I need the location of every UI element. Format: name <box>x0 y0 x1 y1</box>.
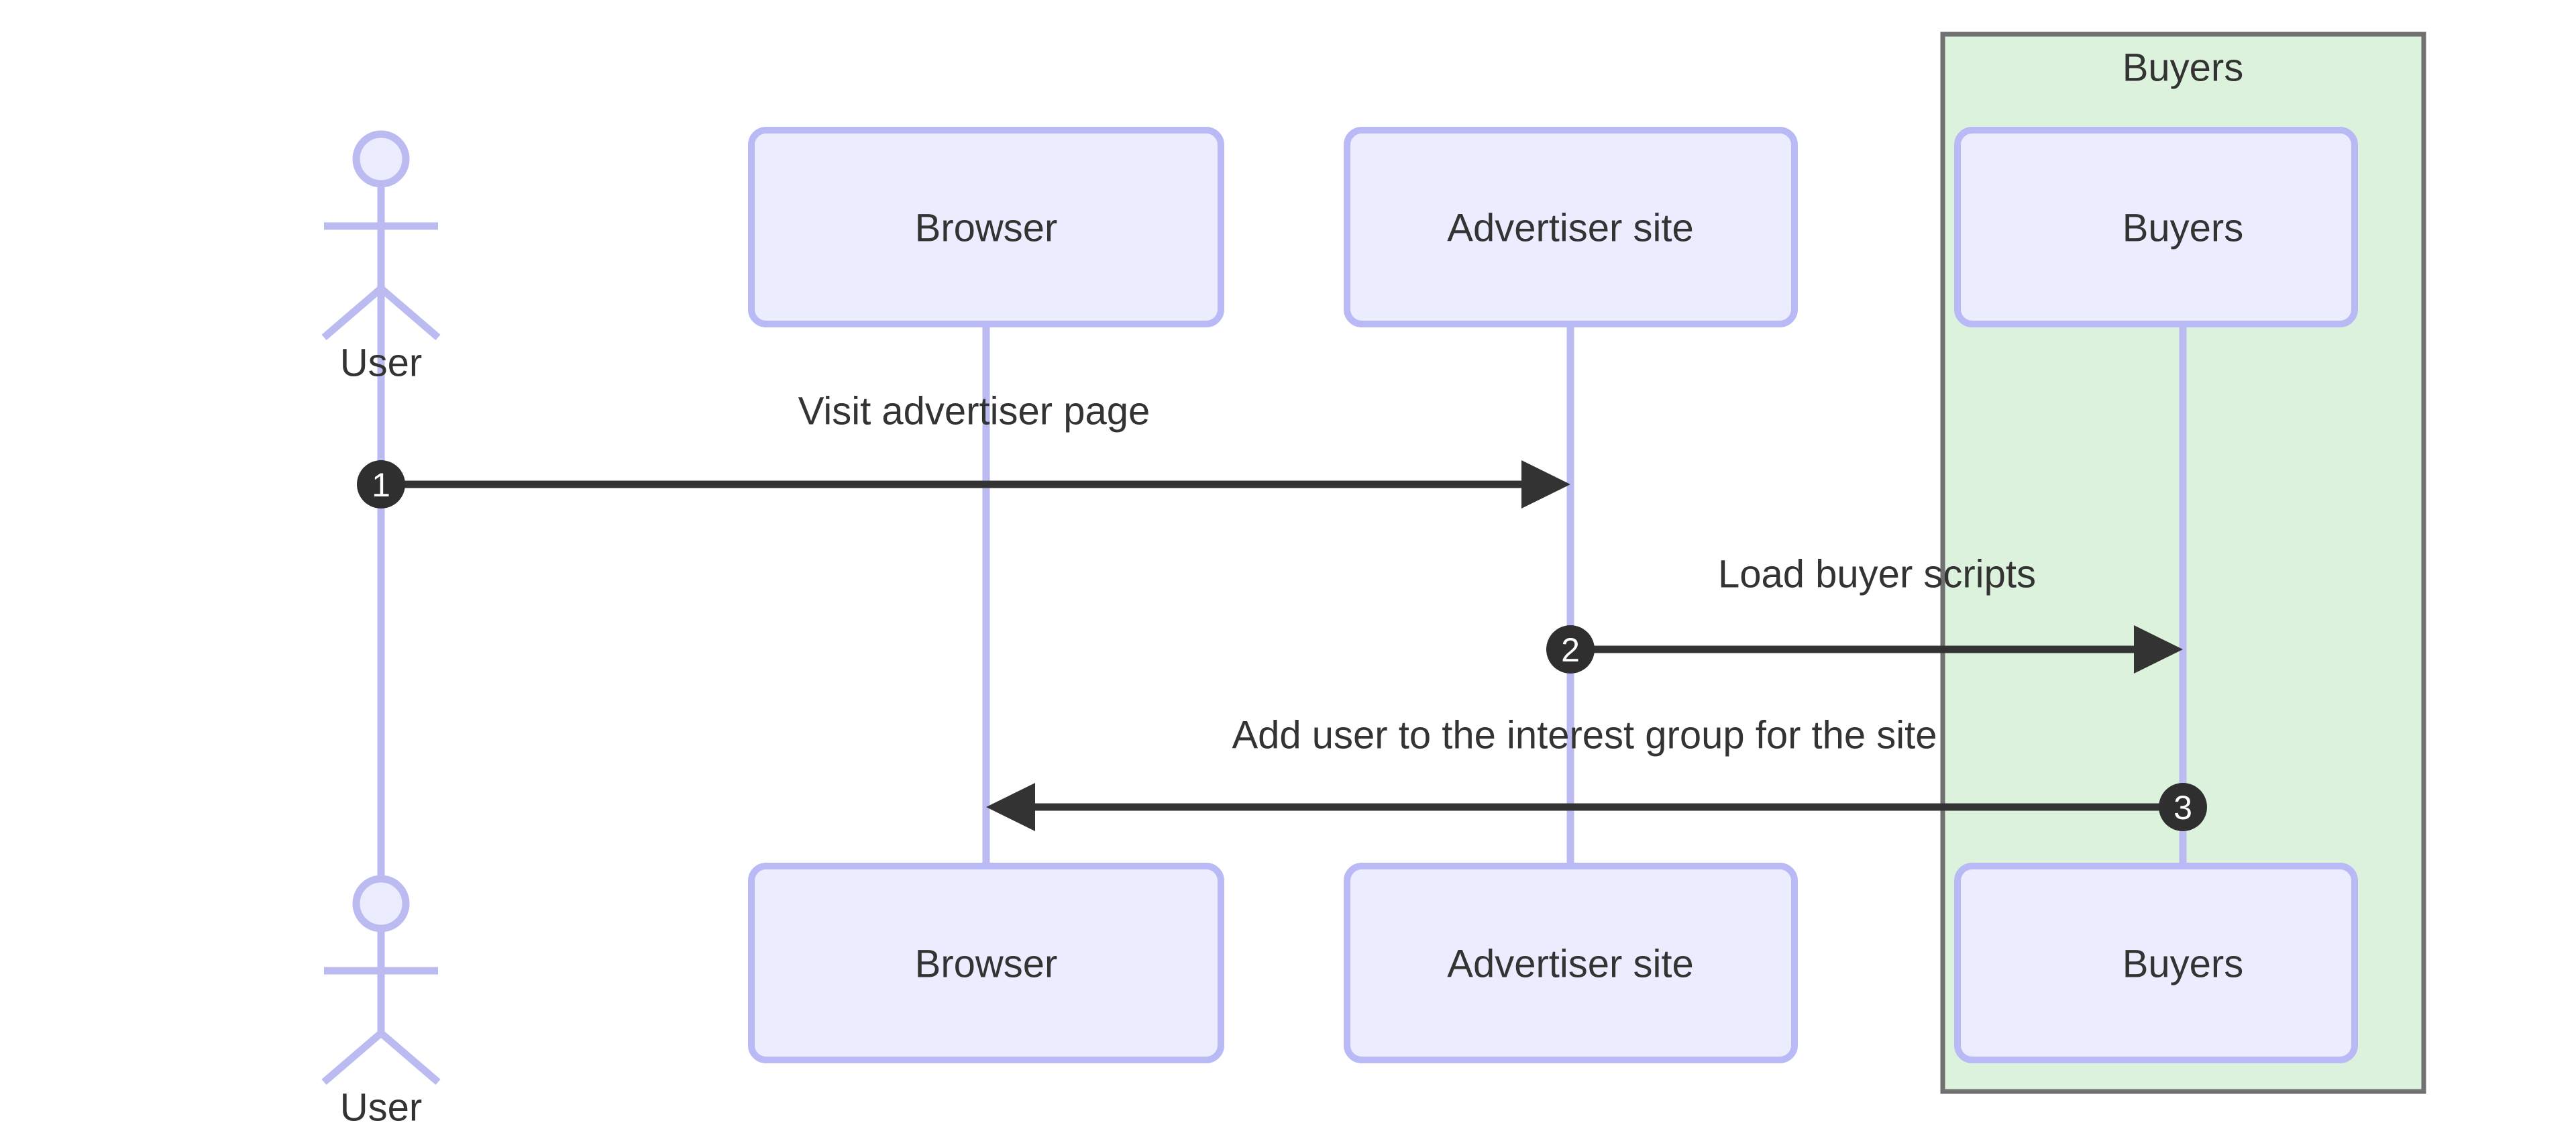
actor-leg-left <box>321 1030 384 1085</box>
participant-rect-browser <box>748 863 1224 1063</box>
actor-leg-right <box>378 285 441 341</box>
group-label-buyers: Buyers <box>2123 46 2244 89</box>
sequence-marker-2-label: 2 <box>1561 631 1580 669</box>
message-2[interactable]: Load buyer scripts 2 <box>1546 552 2183 674</box>
message-arrowhead-3 <box>986 783 1035 831</box>
participant-box-buyers-bottom[interactable]: Buyers <box>1954 863 2358 1063</box>
participant-rect-advertiser <box>1344 127 1798 327</box>
participant-rect-buyers <box>1954 863 2358 1063</box>
sequence-marker-3-label: 3 <box>2174 789 2192 826</box>
participant-label-browser-top: Browser <box>915 206 1058 250</box>
actor-user-bottom[interactable]: User <box>321 875 441 1123</box>
message-1[interactable]: Visit advertiser page 1 <box>357 389 1570 509</box>
message-label-1: Visit advertiser page <box>798 389 1150 433</box>
actor-leg-right <box>378 1030 441 1085</box>
message-3[interactable]: Add user to the interest group for the s… <box>986 713 2207 831</box>
actor-leg-left <box>321 285 384 341</box>
message-label-2: Load buyer scripts <box>1718 552 2036 596</box>
participant-rect-advertiser <box>1344 863 1798 1063</box>
sequence-marker-1-circle <box>357 460 405 509</box>
participant-label-browser-bottom: Browser <box>915 942 1058 985</box>
sequence-marker-3-circle <box>2159 783 2207 831</box>
sequence-marker-2-circle <box>1546 625 1595 674</box>
message-arrowhead-2 <box>2134 625 2183 674</box>
participant-box-browser-bottom[interactable]: Browser <box>748 863 1224 1063</box>
participant-rect-buyers <box>1954 127 2358 327</box>
message-label-3: Add user to the interest group for the s… <box>1232 713 1937 757</box>
sequence-marker-1-label: 1 <box>372 466 390 504</box>
participant-label-buyers-bottom: Buyers <box>2123 942 2244 985</box>
participant-label-advertiser-top: Advertiser site <box>1447 206 1693 250</box>
participant-box-browser-top[interactable]: Browser <box>748 127 1224 327</box>
actor-user-top[interactable]: User <box>321 130 441 384</box>
actor-label-user-bottom: User <box>340 1085 422 1123</box>
actor-head-icon <box>352 130 410 188</box>
lifelines <box>377 166 2187 879</box>
participant-label-buyers-top: Buyers <box>2123 206 2244 250</box>
participant-label-advertiser-bottom: Advertiser site <box>1447 942 1693 985</box>
message-arrowhead-1 <box>1521 460 1570 509</box>
participant-box-buyers-top[interactable]: Buyers <box>1954 127 2358 327</box>
actor-head-icon <box>352 875 410 932</box>
participant-box-advertiser-top[interactable]: Advertiser site <box>1344 127 1798 327</box>
actor-label-user-top: User <box>340 341 422 384</box>
participant-rect-browser <box>748 127 1224 327</box>
participant-box-advertiser-bottom[interactable]: Advertiser site <box>1344 863 1798 1063</box>
